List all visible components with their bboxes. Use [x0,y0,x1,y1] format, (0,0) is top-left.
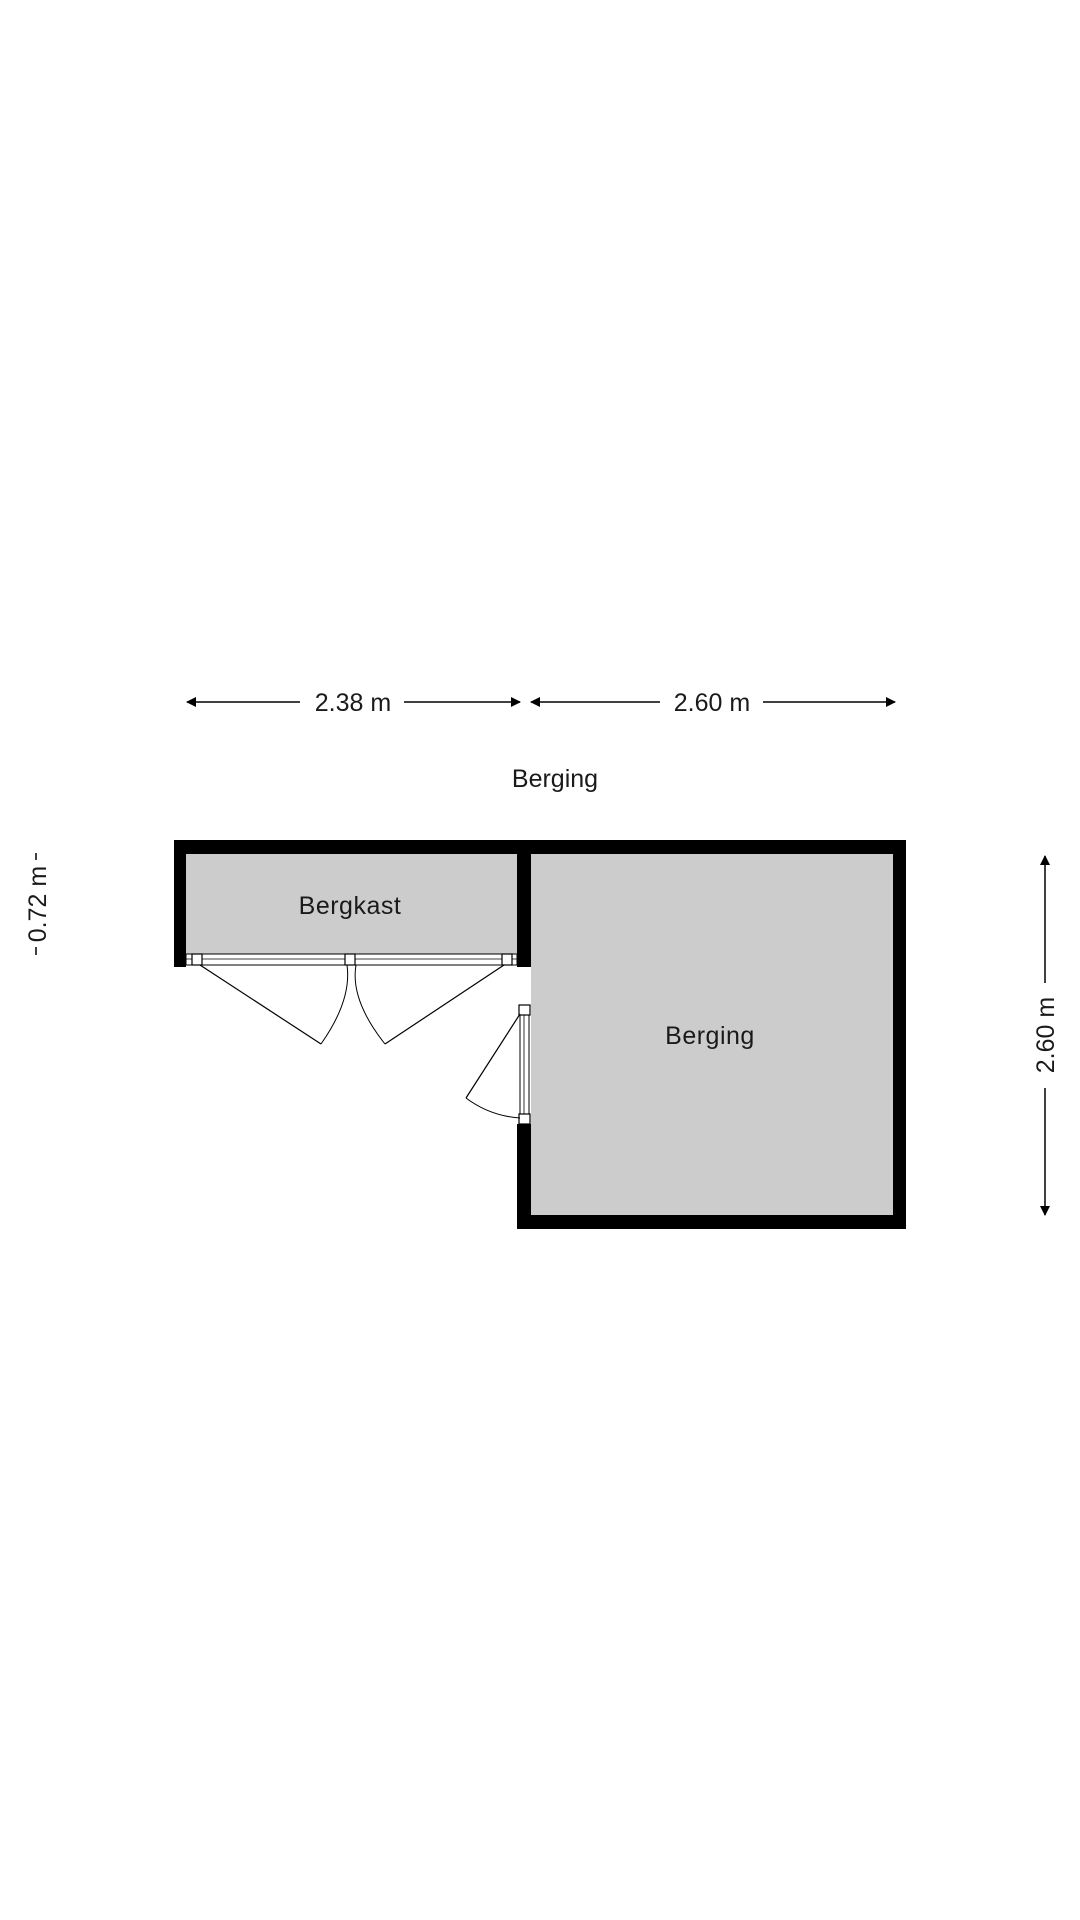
room-floor-bergkast [186,854,517,954]
dimension-label-left: 0.72 m [24,866,52,942]
berging-door [465,1004,531,1125]
dimension-label-right: 2.60 m [1032,997,1060,1073]
floor-title: Berging [512,765,598,793]
room-label-berging: Berging [665,1022,755,1050]
bergkast-doors [185,953,518,1045]
room-floor-berging [531,854,893,1215]
dimension-label-top-right: 2.60 m [674,689,750,717]
dimension-left: 0.72 m [24,853,52,955]
dimension-label-top-left: 2.38 m [315,689,391,717]
dimension-top-right: 2.60 m [530,689,896,717]
room-label-bergkast: Bergkast [299,892,402,920]
dimension-right: 2.60 m [1032,855,1060,1216]
walls [174,840,906,1229]
dimension-top-left: 2.38 m [186,689,521,717]
